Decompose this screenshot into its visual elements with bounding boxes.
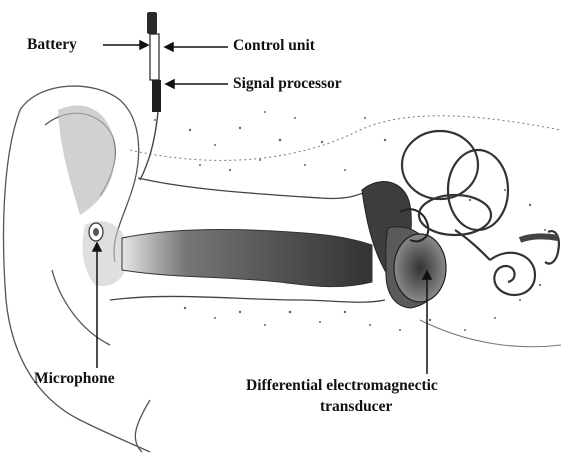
auditory-nerve (520, 236, 558, 240)
ear-canal (122, 230, 372, 287)
battery-cell (147, 12, 157, 34)
signal-processor-module (152, 80, 161, 112)
canal-lower-wall (110, 296, 385, 302)
microphone (89, 223, 103, 241)
battery-label: Battery (27, 36, 77, 54)
implant-device (140, 12, 161, 180)
skin-line-top (130, 116, 560, 161)
control-unit-label: Control unit (233, 37, 315, 55)
transducer-label-line2: transducer (320, 398, 392, 416)
canal-upper-wall (138, 178, 372, 199)
signal-processor-label: Signal processor (233, 75, 342, 93)
concha-shading (58, 105, 115, 215)
bone-texture (154, 111, 546, 331)
control-unit-module (150, 34, 159, 80)
transducer-body (394, 234, 446, 302)
skin-line-bottom (420, 320, 561, 347)
transducer-label-line1: Differential electromagnectic (246, 377, 438, 395)
microphone-label: Microphone (34, 370, 115, 388)
lead-wire (140, 112, 158, 180)
